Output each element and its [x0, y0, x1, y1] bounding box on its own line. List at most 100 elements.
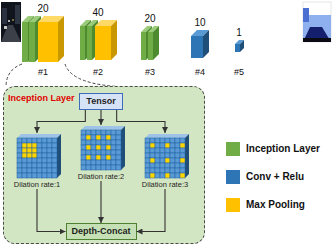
grid-cell	[27, 173, 32, 178]
grid-cell	[150, 163, 155, 168]
output-image	[303, 2, 331, 42]
feature-grid	[73, 125, 129, 171]
grid-cell	[91, 135, 96, 140]
grid-cell	[47, 143, 52, 148]
grid-cell	[52, 138, 57, 143]
legend-label: Conv + Relu	[246, 170, 304, 184]
layer-number: #4	[195, 67, 205, 77]
grid-cell	[17, 138, 22, 143]
grid-cell	[32, 143, 37, 148]
layer-number: #1	[38, 67, 48, 77]
grid-cell	[165, 163, 170, 168]
grid-cell	[106, 130, 111, 135]
grid-cell	[52, 173, 57, 178]
grid-cell	[86, 135, 91, 140]
grid-cell	[165, 143, 170, 148]
grid-cell	[91, 145, 96, 150]
grid-cell	[145, 148, 150, 153]
grid-cell	[52, 163, 57, 168]
grid-cell	[111, 130, 116, 135]
grid-cell	[42, 163, 47, 168]
grid-cell	[170, 163, 175, 168]
grid-cell	[37, 158, 42, 163]
grid-cell	[170, 148, 175, 153]
grid-cell	[22, 163, 27, 168]
grid-cell	[52, 153, 57, 158]
node-label: Dilation rate:2	[73, 172, 129, 181]
grid-cell	[52, 143, 57, 148]
legend-row: Max Pooling	[226, 198, 305, 212]
grid-cell	[17, 148, 22, 153]
node-label: Dilation rate:1	[9, 180, 65, 189]
grid-cell	[96, 160, 101, 165]
grid-cell	[17, 153, 22, 158]
grid-cell	[150, 143, 155, 148]
grid-cell	[116, 140, 121, 145]
grid-cell	[116, 165, 121, 170]
grid-cell	[27, 158, 32, 163]
layer-number: #2	[93, 67, 103, 77]
layer-number: #3	[145, 67, 155, 77]
layer-number: #2	[93, 67, 103, 77]
grid-cell	[165, 153, 170, 158]
grid-cell	[175, 163, 180, 168]
grid-cell	[111, 165, 116, 170]
grid-cell	[52, 168, 57, 173]
grid-cell	[32, 138, 37, 143]
grid-side	[185, 134, 189, 178]
grid-cell	[150, 148, 155, 153]
grid-cell	[111, 140, 116, 145]
grid-cell	[155, 148, 160, 153]
grid-cell	[96, 140, 101, 145]
grid-cell	[91, 165, 96, 170]
grid-side	[57, 134, 61, 178]
legend-row: Inception Layer	[226, 142, 320, 156]
grid-cell	[17, 143, 22, 148]
grid-cell	[106, 140, 111, 145]
grid-cell	[101, 160, 106, 165]
zoom-line	[6, 64, 22, 87]
grid-cell	[42, 138, 47, 143]
grid-cell	[32, 153, 37, 158]
grid-cell	[32, 158, 37, 163]
grid-cell	[27, 148, 32, 153]
grid-cell	[180, 148, 185, 153]
grid-cell	[22, 158, 27, 163]
channel-count: 1	[236, 27, 242, 38]
grid-cell	[22, 143, 27, 148]
channel-count: 20	[37, 3, 48, 14]
channel-count: 40	[92, 7, 103, 18]
grid-cell	[37, 138, 42, 143]
grid-cell	[175, 148, 180, 153]
grid-cell	[170, 138, 175, 143]
grid-cell	[47, 153, 52, 158]
grid-cell	[170, 168, 175, 173]
legend-label: Max Pooling	[246, 198, 305, 212]
channel-count: 20	[37, 3, 48, 14]
concat-box: Depth-Concat	[66, 223, 137, 240]
grid-cell	[47, 163, 52, 168]
legend-row: Conv + Relu	[226, 170, 304, 184]
grid-cell	[150, 138, 155, 143]
grid-cell	[86, 160, 91, 165]
grid-cell	[155, 168, 160, 173]
grid-cell	[42, 143, 47, 148]
channel-count: 10	[194, 17, 205, 28]
grid-cell	[180, 163, 185, 168]
channel-count: 40	[92, 7, 103, 18]
channel-count: 10	[194, 17, 205, 28]
grid-cell	[145, 158, 150, 163]
inception-region: Inception LayerTensorDilation rate:1Dila…	[3, 86, 205, 244]
grid-cell	[160, 168, 165, 173]
legend-swatch	[226, 198, 240, 212]
grid-cell	[81, 145, 86, 150]
grid-cell	[91, 140, 96, 145]
grid-cell	[96, 155, 101, 160]
grid-cell	[96, 145, 101, 150]
grid-cell	[150, 158, 155, 163]
grid-cell	[165, 158, 170, 163]
channel-count: 20	[144, 13, 155, 24]
layer-blocks	[22, 16, 244, 62]
grid-cell	[160, 138, 165, 143]
